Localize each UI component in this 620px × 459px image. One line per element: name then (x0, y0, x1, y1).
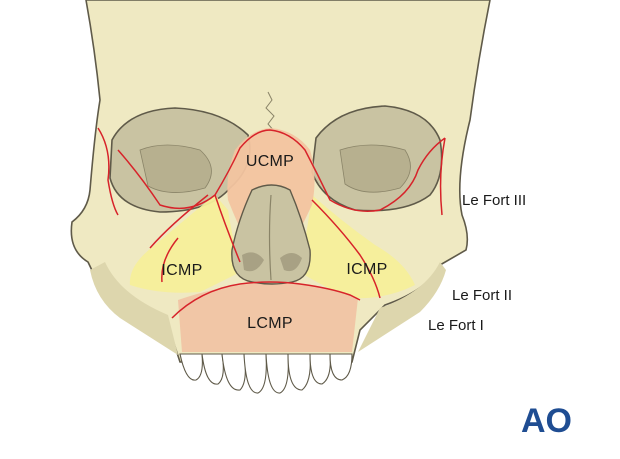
lcmp-region (178, 282, 358, 352)
ucmp-label: UCMP (246, 153, 294, 170)
tooth (243, 353, 267, 394)
nasal-septum (268, 194, 272, 281)
tooth (221, 353, 246, 391)
turbinate-right (280, 253, 302, 272)
le-fort-1-line (171, 281, 361, 319)
icmp-region-left (129, 195, 240, 293)
lcmp-label: LCMP (247, 315, 293, 332)
cheek-shadow (90, 262, 178, 355)
orbit-left-inner (139, 144, 212, 193)
icmp-left-label: ICMP (161, 262, 202, 279)
tooth (287, 353, 311, 391)
le-fort-2-label: Le Fort II (452, 287, 512, 304)
fracture-lines (97, 127, 446, 319)
le-fort-3-label: Le Fort III (462, 192, 526, 209)
nasal-cavity (231, 184, 311, 285)
tooth (309, 353, 331, 385)
cheek-shadow-right (358, 262, 446, 352)
tooth (179, 353, 203, 381)
le-fort-3-line (97, 127, 446, 216)
ao-logo-text: AO (521, 402, 572, 440)
le-fort-2-line (149, 194, 381, 299)
tooth (265, 353, 289, 394)
nasal-suture (265, 91, 276, 133)
orbit-right-inner (339, 144, 411, 193)
le-fort-1-label: Le Fort I (428, 317, 484, 334)
ao-logo: AO (521, 402, 572, 440)
teeth (179, 353, 353, 394)
tooth (201, 353, 224, 385)
icmp-region-right (300, 195, 415, 299)
tooth (329, 353, 353, 381)
turbinate-left (242, 252, 264, 272)
icmp-right-label: ICMP (346, 261, 387, 278)
